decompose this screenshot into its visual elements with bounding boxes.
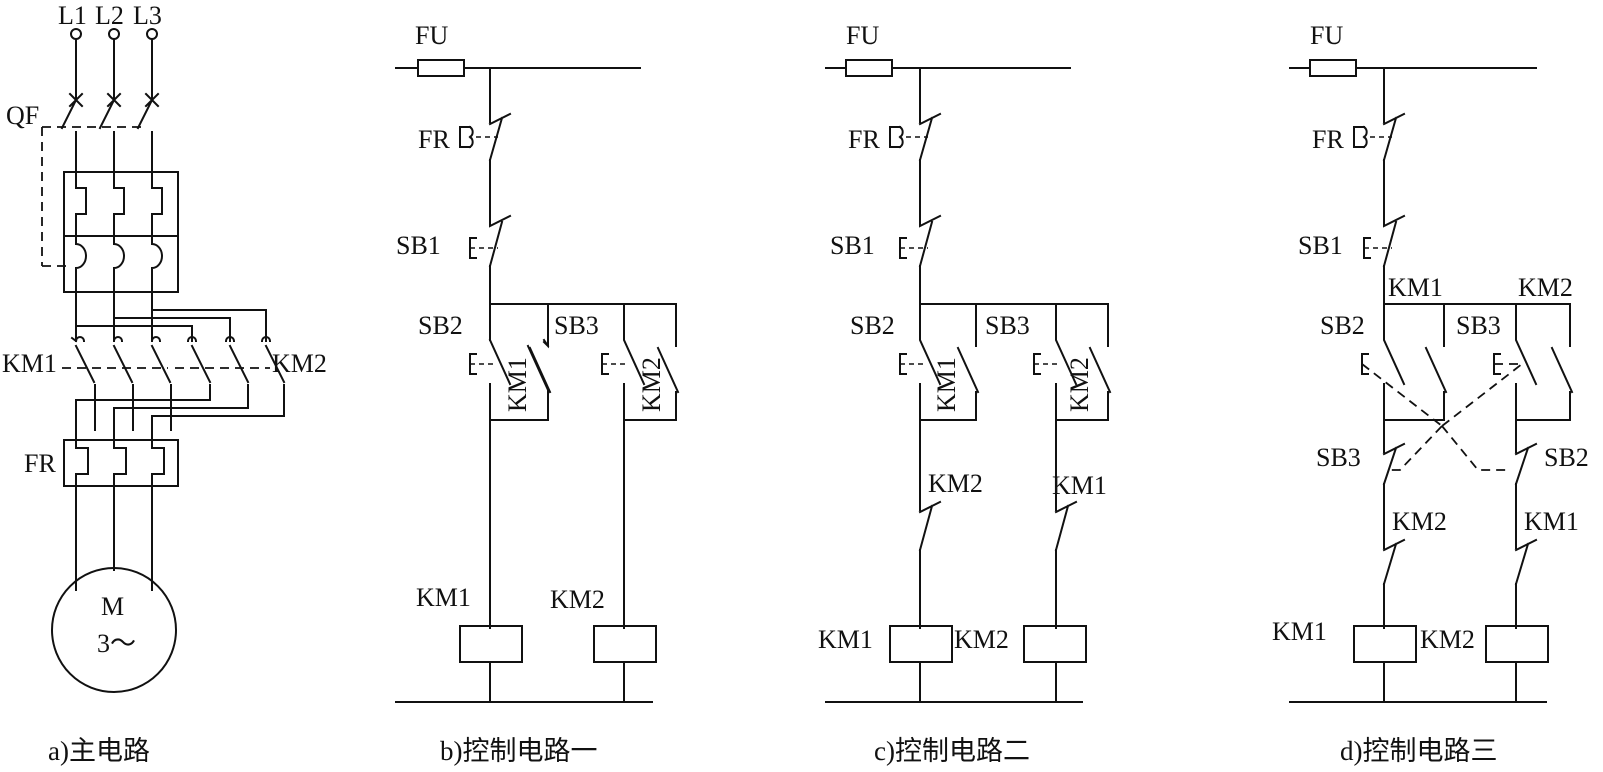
sb2-label-c: SB2 xyxy=(850,311,895,340)
linkage-sb2 xyxy=(1361,363,1443,471)
motor-label: M xyxy=(101,592,124,621)
inter1-label-d: KM2 xyxy=(1392,507,1447,536)
coil-km2-b xyxy=(593,625,657,663)
branch-2-c: SB3 KM2 xyxy=(985,311,1112,421)
km1-main-label: KM1 xyxy=(2,349,57,378)
motor-phase-label: 3～ xyxy=(97,629,136,658)
control-circuit-3: FU FR SB1 KM1 KM2 SB2 SB3 xyxy=(1272,21,1589,766)
coil-km2-d xyxy=(1485,625,1549,663)
phase-l2-label: L2 xyxy=(95,1,124,30)
caption-b: b)控制电路一 xyxy=(440,736,598,766)
nc2-label-d: SB2 xyxy=(1544,443,1589,472)
km1-aux-label-b: KM1 xyxy=(503,357,532,412)
nc-button-contacts-d: SB3 SB2 xyxy=(1316,363,1589,515)
interlock-c: KM2 KM1 xyxy=(918,419,1107,629)
fr-label-b: FR xyxy=(418,125,450,154)
km1-aux-label-c: KM1 xyxy=(932,357,961,412)
breaker-qf: QF xyxy=(6,38,160,267)
phase-l1-label: L1 xyxy=(58,1,87,30)
sb1-stop-c: SB1 xyxy=(830,214,942,305)
fr-contact-d: FR xyxy=(1312,67,1406,221)
inter2-label-d: KM1 xyxy=(1524,507,1579,536)
branch-bus-b xyxy=(489,303,677,339)
main-circuit: L1 L2 L3 QF xyxy=(2,1,327,766)
branch-wires-b xyxy=(489,419,625,629)
phase-terminals xyxy=(70,28,158,40)
sb3-label-d: SB3 xyxy=(1456,311,1501,340)
coil-km1-d xyxy=(1353,625,1417,663)
fr-contact-c: FR xyxy=(848,67,942,221)
km2-aux-label-b: KM2 xyxy=(637,357,666,412)
breaker-label: QF xyxy=(6,101,39,130)
interlock-d: KM2 KM1 xyxy=(1382,507,1579,629)
fuse-c xyxy=(845,59,893,77)
top2-label-d: KM2 xyxy=(1518,273,1573,302)
sb1-label-b: SB1 xyxy=(396,231,441,260)
phase-l3-label: L3 xyxy=(133,1,162,30)
return-bus-d xyxy=(1289,661,1547,703)
fuse-label-d: FU xyxy=(1310,21,1343,50)
fuse-label-b: FU xyxy=(415,21,448,50)
sb1-stop-b: SB1 xyxy=(396,214,512,305)
sb3-label-b: SB3 xyxy=(554,311,599,340)
nc1-label-d: SB3 xyxy=(1316,443,1361,472)
km2-main-label: KM2 xyxy=(272,349,327,378)
sb3-label-c: SB3 xyxy=(985,311,1030,340)
contactor-km2-main: KM2 xyxy=(75,309,327,417)
caption-c: c)控制电路二 xyxy=(874,736,1030,766)
relay-fr-label: FR xyxy=(24,449,56,478)
caption-d: d)控制电路三 xyxy=(1340,736,1498,766)
coil1-label-d: KM1 xyxy=(1272,617,1327,646)
linkage-sb3 xyxy=(1441,363,1525,471)
sb2-label-b: SB2 xyxy=(418,311,463,340)
sb1-stop-d: SB1 xyxy=(1298,214,1406,305)
contactor-km1-main: KM1 xyxy=(2,291,172,421)
branch-2-d: SB3 xyxy=(1456,311,1574,421)
inter2-label-c: KM1 xyxy=(1052,471,1107,500)
coil2-label-c: KM2 xyxy=(954,625,1009,654)
coil2-label-d: KM2 xyxy=(1420,625,1475,654)
control-circuit-2: FU FR SB1 SB2 KM1 SB3 xyxy=(818,21,1112,766)
fr-label-d: FR xyxy=(1312,125,1344,154)
fr-label-c: FR xyxy=(848,125,880,154)
coil2-label-b: KM2 xyxy=(550,585,605,614)
top1-label-d: KM1 xyxy=(1388,273,1443,302)
branch-bus-c xyxy=(919,303,1109,339)
fuse-label-c: FU xyxy=(846,21,879,50)
branch-1-b: SB2 KM1 xyxy=(418,303,552,421)
coil-km1-b xyxy=(459,625,523,663)
control-circuit-1: FU FR SB1 SB2 KM1 xyxy=(395,21,680,766)
coil-km1-c xyxy=(889,625,953,663)
fuse-d xyxy=(1309,59,1357,77)
sb1-label-c: SB1 xyxy=(830,231,875,260)
inter1-label-c: KM2 xyxy=(928,469,983,498)
branch-2-b: SB3 KM2 xyxy=(554,311,680,421)
fr-contact-b: FR xyxy=(418,67,512,221)
km2-aux-label-c: KM2 xyxy=(1065,357,1094,412)
caption-a: a)主电路 xyxy=(48,736,150,766)
coil1-label-b: KM1 xyxy=(416,583,471,612)
return-bus-b xyxy=(395,661,653,703)
branch-bus-d xyxy=(1383,303,1571,339)
sb2-label-d: SB2 xyxy=(1320,311,1365,340)
overload-relay-fr: FR xyxy=(24,399,179,487)
breaker-trip-box xyxy=(63,171,179,293)
return-bus-c xyxy=(825,661,1083,703)
motor: M 3～ xyxy=(51,485,177,693)
fuse-b xyxy=(417,59,465,77)
coil-km2-c xyxy=(1023,625,1087,663)
coil1-label-c: KM1 xyxy=(818,625,873,654)
sb1-label-d: SB1 xyxy=(1298,231,1343,260)
branch-1-d: SB2 xyxy=(1320,303,1448,421)
branch-1-c: SB2 KM1 xyxy=(850,303,980,421)
